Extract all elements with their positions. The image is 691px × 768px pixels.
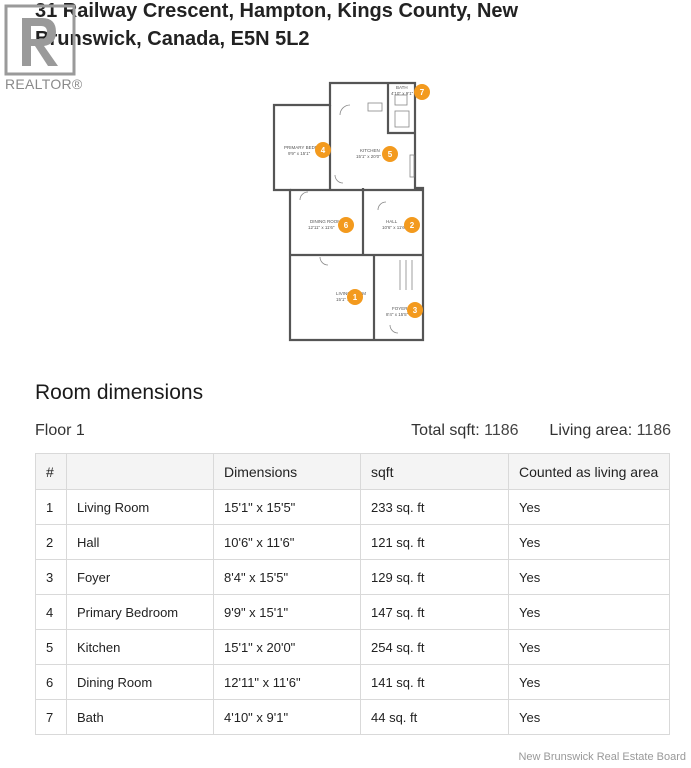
cell-sqft: 129 sq. ft (360, 559, 509, 595)
cell-living-area: Yes (508, 524, 670, 560)
floor-plan: LIVING ROOM 15'1" x 15'5" HALL 10'6" x 1… (260, 75, 435, 350)
room-marker-7: 7 (414, 84, 430, 100)
cell-sqft: 44 sq. ft (360, 699, 509, 735)
room-marker-2: 2 (404, 217, 420, 233)
svg-text:7: 7 (420, 88, 425, 97)
cell-room: Foyer (66, 559, 214, 595)
cell-living-area: Yes (508, 629, 670, 665)
table-row: 2 Hall 10'6" x 11'6" 121 sq. ft Yes (35, 524, 670, 560)
cell-living-area: Yes (508, 594, 670, 630)
cell-number: 1 (35, 489, 67, 525)
cell-number: 3 (35, 559, 67, 595)
cell-number: 7 (35, 699, 67, 735)
cell-sqft: 254 sq. ft (360, 629, 509, 665)
section-title: Room dimensions (35, 381, 204, 404)
floor-plan-labels: LIVING ROOM 15'1" x 15'5" HALL 10'6" x 1… (284, 85, 414, 317)
room-label-dining-room: DINING ROOM (310, 219, 341, 224)
room-label-kitchen: KITCHEN (360, 148, 380, 153)
listing-address: 31 Railway Crescent, Hampton, Kings Coun… (35, 0, 519, 50)
cell-dimensions: 10'6" x 11'6" (213, 524, 361, 560)
room-dims-hall: 10'6" x 11'6" (382, 225, 407, 230)
svg-text:3: 3 (413, 306, 418, 315)
table-row: 7 Bath 4'10" x 9'1" 44 sq. ft Yes (35, 699, 670, 735)
cell-room: Hall (66, 524, 214, 560)
table-row: 1 Living Room 15'1" x 15'5" 233 sq. ft Y… (35, 489, 670, 525)
room-marker-5: 5 (382, 146, 398, 162)
realtor-logo (4, 4, 76, 81)
cell-living-area: Yes (508, 664, 670, 700)
room-markers: 1 2 3 4 5 6 7 (315, 84, 430, 318)
cell-number: 2 (35, 524, 67, 560)
realtor-r-icon (4, 4, 76, 76)
svg-text:4: 4 (321, 146, 326, 155)
cell-number: 4 (35, 594, 67, 630)
footer-credit: New Brunswick Real Estate Board (518, 751, 686, 763)
room-label-foyer: FOYER (392, 306, 408, 311)
cell-room: Primary Bedroom (66, 594, 214, 630)
room-marker-3: 3 (407, 302, 423, 318)
floor-totals: Total sqft: 1186 Living area: 1186 (411, 422, 671, 440)
cell-dimensions: 9'9" x 15'1" (213, 594, 361, 630)
room-label-primary-bedroom: PRIMARY BEDR.. (284, 145, 321, 150)
table-header-row: # Dimensions sqft Counted as living area (35, 453, 670, 490)
svg-text:6: 6 (344, 221, 349, 230)
header-living-area: Counted as living area (508, 453, 670, 490)
total-sqft-value: 1186 (484, 422, 519, 439)
room-dims-kitchen: 15'1" x 20'0" (356, 154, 381, 159)
realtor-wordmark: REALTOR® (5, 76, 83, 92)
room-marker-1: 1 (347, 289, 363, 305)
cell-living-area: Yes (508, 699, 670, 735)
cell-dimensions: 15'1" x 20'0" (213, 629, 361, 665)
room-label-hall: HALL (386, 219, 398, 224)
total-sqft-label: Total sqft: (411, 422, 480, 439)
cell-room: Dining Room (66, 664, 214, 700)
header-sqft: sqft (360, 453, 509, 490)
svg-text:1: 1 (353, 293, 358, 302)
living-area-value: 1186 (636, 422, 671, 439)
cell-sqft: 147 sq. ft (360, 594, 509, 630)
cell-number: 6 (35, 664, 67, 700)
svg-text:5: 5 (388, 150, 393, 159)
cell-sqft: 233 sq. ft (360, 489, 509, 525)
cell-living-area: Yes (508, 559, 670, 595)
header-dimensions: Dimensions (213, 453, 361, 490)
room-marker-6: 6 (338, 217, 354, 233)
cell-dimensions: 4'10" x 9'1" (213, 699, 361, 735)
room-dims-primary-bedroom: 9'9" x 15'1" (288, 151, 311, 156)
header-room (66, 453, 214, 490)
room-dimensions-table: # Dimensions sqft Counted as living area… (35, 453, 670, 735)
floor-summary: Floor 1 Total sqft: 1186 Living area: 11… (35, 420, 671, 444)
table-row: 5 Kitchen 15'1" x 20'0" 254 sq. ft Yes (35, 629, 670, 665)
cell-number: 5 (35, 629, 67, 665)
cell-dimensions: 12'11" x 11'6" (213, 664, 361, 700)
cell-sqft: 141 sq. ft (360, 664, 509, 700)
floor-label: Floor 1 (35, 422, 85, 439)
cell-living-area: Yes (508, 489, 670, 525)
room-dims-foyer: 8'4" x 15'5" (386, 312, 409, 317)
room-label-bath: BATH (396, 85, 408, 90)
header-number: # (35, 453, 67, 490)
cell-dimensions: 15'1" x 15'5" (213, 489, 361, 525)
svg-text:2: 2 (410, 221, 415, 230)
table-row: 4 Primary Bedroom 9'9" x 15'1" 147 sq. f… (35, 594, 670, 630)
room-marker-4: 4 (315, 142, 331, 158)
room-dims-bath: 4'10" x 9'1" (391, 91, 414, 96)
cell-sqft: 121 sq. ft (360, 524, 509, 560)
cell-room: Kitchen (66, 629, 214, 665)
table-row: 3 Foyer 8'4" x 15'5" 129 sq. ft Yes (35, 559, 670, 595)
cell-room: Living Room (66, 489, 214, 525)
cell-dimensions: 8'4" x 15'5" (213, 559, 361, 595)
cell-room: Bath (66, 699, 214, 735)
room-dims-dining-room: 12'11" x 11'6" (308, 225, 335, 230)
table-row: 6 Dining Room 12'11" x 11'6" 141 sq. ft … (35, 664, 670, 700)
living-area-label: Living area: (549, 422, 633, 439)
